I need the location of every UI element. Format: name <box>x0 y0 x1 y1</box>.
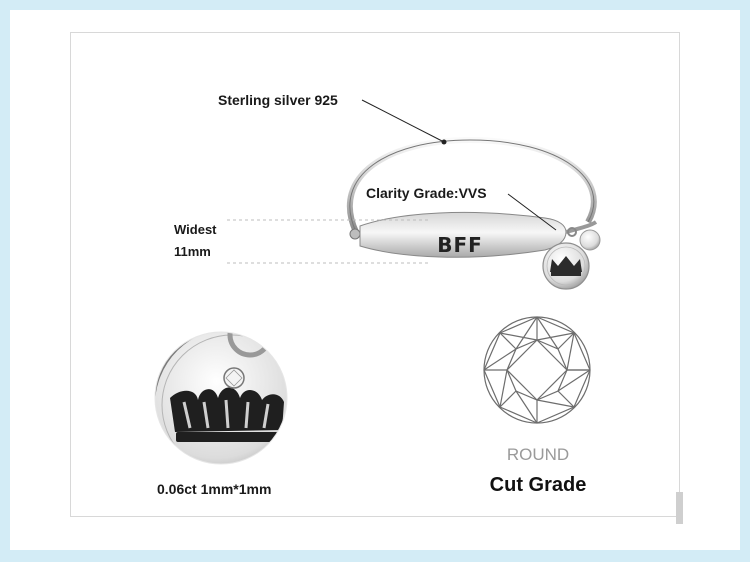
scrollbar-thumb[interactable] <box>676 492 683 524</box>
bangle-bracelet-image: BFF <box>347 136 598 258</box>
product-card <box>10 10 740 550</box>
crown-charm-closeup-image <box>154 331 288 465</box>
crown-charm-image <box>542 227 601 290</box>
round-brilliant-diamond-diagram <box>483 316 591 424</box>
content-frame <box>70 32 680 517</box>
annotation-lines <box>227 99 557 264</box>
cut-grade-title: Cut Grade <box>489 474 587 496</box>
widest-label: Widest <box>174 222 217 237</box>
cut-shape-label: ROUND <box>506 445 570 464</box>
stone-size-label: 0.06ct 1mm*1mm <box>157 481 272 497</box>
material-label: Sterling silver 925 <box>218 92 338 108</box>
clarity-label: Clarity Grade:VVS <box>366 185 487 201</box>
engraving-text: BFF <box>437 233 483 257</box>
widest-value: 11mm <box>174 244 211 259</box>
